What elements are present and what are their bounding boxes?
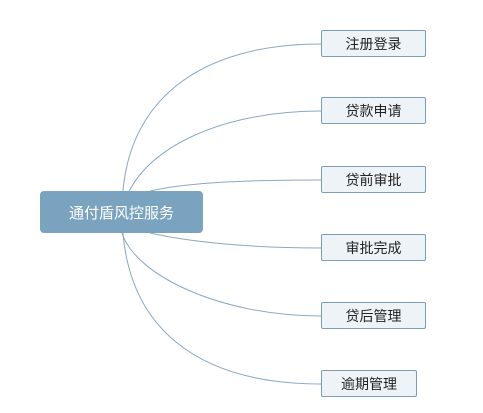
connector-to-approval-complete (149, 232, 322, 249)
node-label: 贷前审批 (345, 172, 402, 189)
root-node-label: 通付盾风控服务 (68, 203, 174, 222)
node-label: 注册登录 (345, 36, 402, 53)
node-label: 审批完成 (345, 240, 402, 257)
node-register-login[interactable]: 注册登录 (321, 30, 426, 57)
node-post-loan-management[interactable]: 贷后管理 (321, 302, 426, 329)
node-label: 贷后管理 (345, 308, 402, 325)
node-approval-complete[interactable]: 审批完成 (321, 234, 426, 261)
node-overdue-management[interactable]: 逾期管理 (321, 370, 417, 397)
node-pre-loan-approval[interactable]: 贷前审批 (321, 166, 426, 193)
connector-to-pre-loan-approval (149, 179, 322, 192)
connector-to-loan-application (121, 110, 322, 212)
root-node[interactable]: 通付盾风控服务 (40, 191, 203, 233)
connector-to-overdue-management (121, 210, 322, 385)
node-label: 贷款申请 (345, 103, 402, 120)
connector-to-post-loan-management (121, 232, 322, 317)
node-label: 逾期管理 (341, 376, 397, 393)
connector-to-register-login (121, 43, 322, 212)
node-loan-application[interactable]: 贷款申请 (321, 97, 426, 124)
